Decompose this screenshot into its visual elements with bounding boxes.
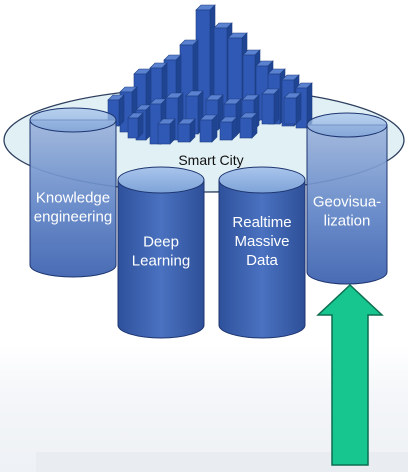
pillar-label-line: engineering <box>34 209 112 226</box>
pillar-geo: Geovisua-lization <box>306 112 388 285</box>
city-skyline <box>107 4 313 145</box>
up-arrow-icon <box>316 283 384 466</box>
pillar-label-line: Data <box>246 252 278 269</box>
pillar-label-line: Knowledge <box>36 190 110 207</box>
pillar-label-line: lization <box>324 213 371 230</box>
background-strip <box>36 452 408 472</box>
pillar-label-line: Geovisua- <box>313 194 381 211</box>
pillar-knowledge: Knowledge engineering <box>29 107 117 278</box>
pillar-label-line: Realtime <box>232 214 291 231</box>
pillar-label-line: Deep <box>143 234 179 251</box>
platform-label: Smart City <box>178 152 243 168</box>
pillar-label-line: Learning <box>132 253 190 270</box>
pillar-label-line: Massive <box>234 233 289 250</box>
